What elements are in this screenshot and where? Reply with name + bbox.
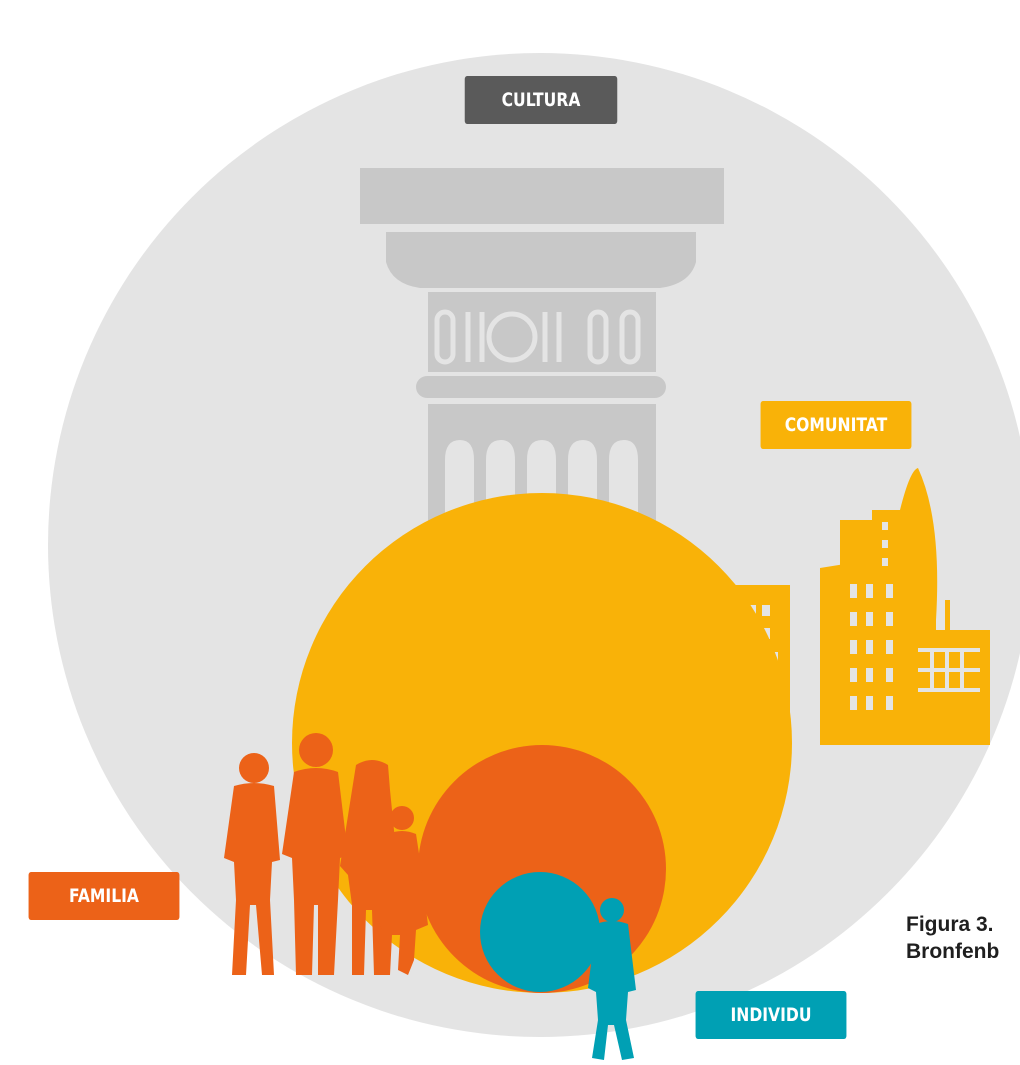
individu-label-text: INDIVIDU — [730, 1004, 812, 1026]
cultura-label: CULTURA — [464, 76, 618, 124]
individu-label: INDIVIDU — [695, 991, 847, 1039]
comunitat-label: COMUNITAT — [760, 401, 912, 449]
individual-circle — [480, 872, 600, 992]
familia-label: FAMILIA — [28, 872, 180, 920]
familia-label-text: FAMILIA — [68, 885, 140, 907]
caption-line-2: Bronfenb — [906, 940, 1000, 963]
family-silhouette-icon — [224, 733, 428, 975]
person-silhouette-icon — [588, 898, 636, 1060]
cultura-label-text: CULTURA — [501, 89, 581, 111]
figure-caption: Figura 3. Bronfenb — [906, 911, 999, 965]
comunitat-label-text: COMUNITAT — [784, 414, 888, 436]
column-ornament — [434, 309, 641, 365]
caption-line-1: Figura 3. — [906, 913, 994, 936]
